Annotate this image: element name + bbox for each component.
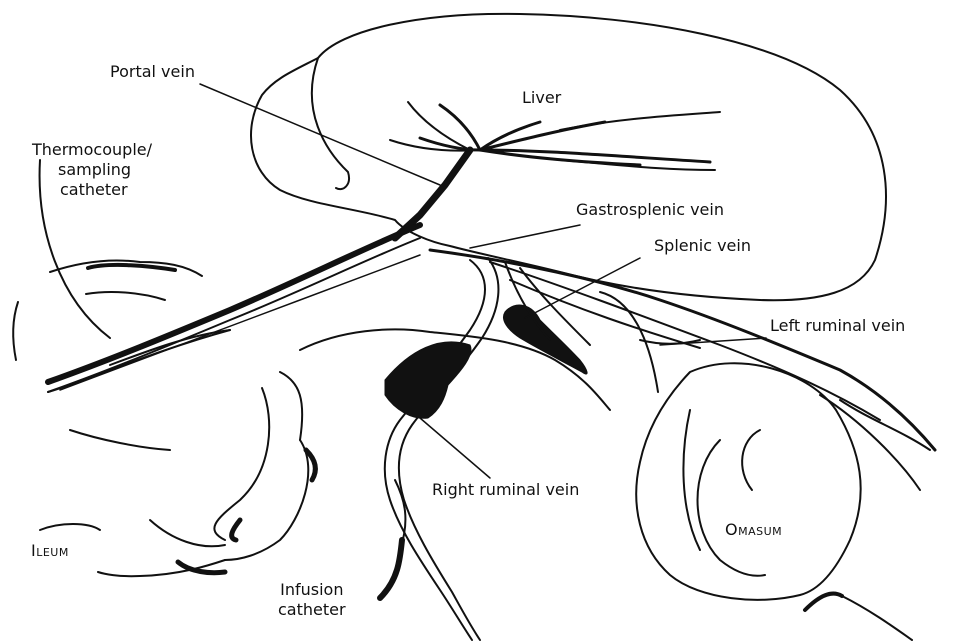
- label-gastrosplenic-vein: Gastrosplenic vein: [576, 200, 724, 220]
- label-thermocouple: Thermocouple/ sampling catheter: [32, 140, 152, 200]
- label-right-ruminal-vein: Right ruminal vein: [432, 480, 579, 500]
- label-ileum: Ileum: [31, 541, 69, 561]
- label-infusion-catheter: Infusion catheter: [278, 580, 346, 620]
- label-omasum: Omasum: [725, 520, 782, 540]
- portal-vein-trunk: [48, 225, 420, 382]
- leader-portal-vein: [200, 84, 440, 185]
- label-liver: Liver: [522, 88, 561, 108]
- right-ruminal-mass: [385, 342, 471, 418]
- liver-lobe-line: [312, 58, 349, 189]
- label-portal-vein: Portal vein: [110, 62, 195, 82]
- label-left-ruminal-vein: Left ruminal vein: [770, 316, 905, 336]
- leader-right-ruminal: [420, 418, 490, 478]
- label-splenic-vein: Splenic vein: [654, 236, 751, 256]
- leader-gastrosplenic: [470, 225, 580, 248]
- intestine-fold-upper: [50, 260, 202, 276]
- splenic-mass: [503, 305, 587, 374]
- thermocouple-catheter-line: [60, 255, 420, 390]
